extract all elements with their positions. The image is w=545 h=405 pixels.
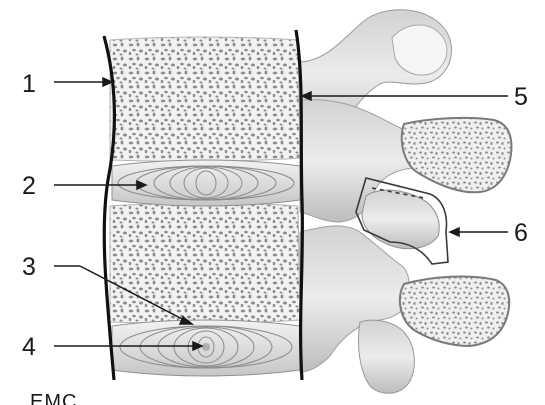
label-2: 2 xyxy=(22,172,36,200)
lower-vertebral-body xyxy=(110,203,300,323)
label-5: 5 xyxy=(514,83,528,111)
lower-spinous-process xyxy=(400,277,509,346)
label-6: 6 xyxy=(514,219,528,247)
label-4: 4 xyxy=(22,333,36,361)
facet-joint xyxy=(362,190,439,249)
arrowhead-6 xyxy=(450,228,459,236)
lower-pedicle xyxy=(300,226,414,393)
upper-vertebral-body xyxy=(110,37,300,161)
credit-mark: EMC xyxy=(30,391,77,405)
label-1: 1 xyxy=(22,70,36,98)
label-3: 3 xyxy=(22,253,36,281)
lower-intervertebral-disc xyxy=(112,320,300,376)
upper-spinous-process xyxy=(402,118,512,192)
